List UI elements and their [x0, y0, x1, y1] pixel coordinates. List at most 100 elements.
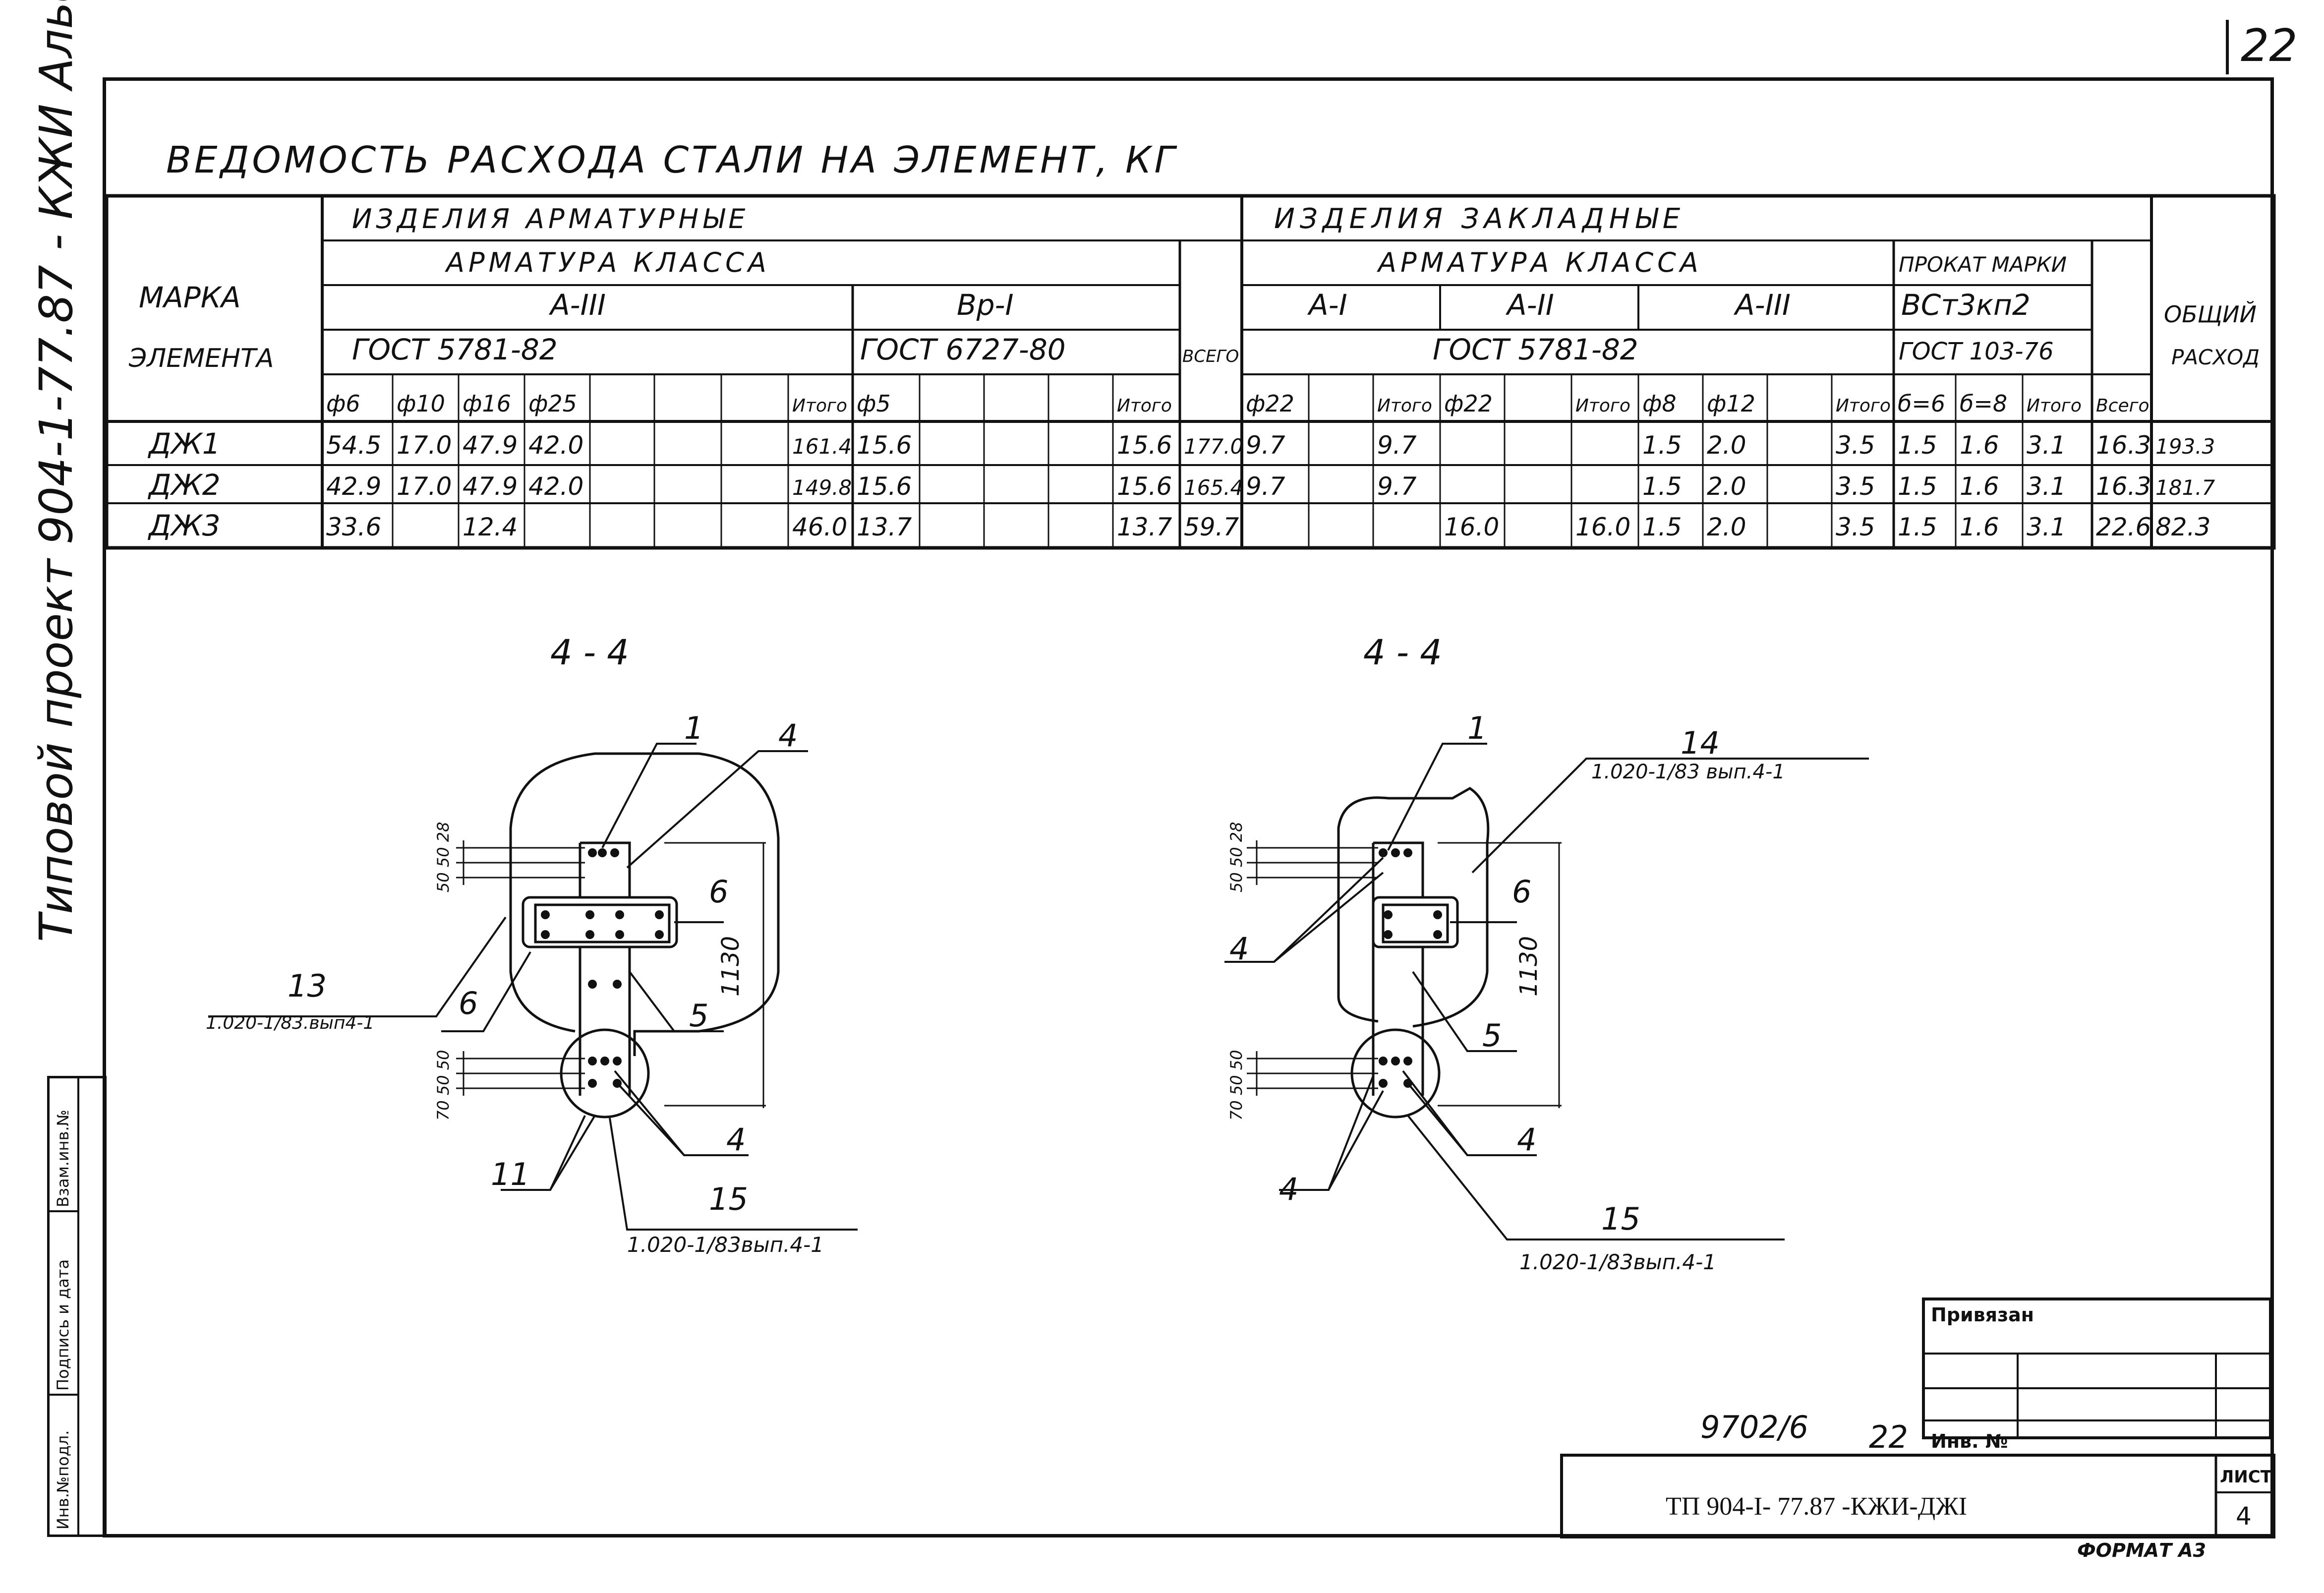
table-cell: 12.4 — [463, 513, 518, 541]
table-cell: 181.7 — [2155, 475, 2215, 500]
left-label-5: 5 — [689, 998, 708, 1034]
gost-6727-header: ГОСТ 6727-80 — [860, 333, 1066, 366]
table-cell: 13.7 — [1117, 513, 1172, 541]
table-cell: 1.5 — [1642, 513, 1682, 541]
table-cell: 149.8 — [792, 475, 852, 500]
table-cell: 47.9 — [463, 431, 518, 460]
table-cell: 42.9 — [326, 472, 381, 501]
stamp-cell-inventory: Инв.№подл. — [50, 1396, 79, 1534]
table-cell: 9.7 — [1246, 472, 1285, 501]
table-cell: 22.6 — [2096, 513, 2151, 541]
table-cell: 9.7 — [1377, 431, 1417, 460]
table-cell: 59.7 — [1184, 513, 1239, 541]
sub-header-25: б=8 — [1960, 390, 2007, 417]
class-a3-header: А-III — [548, 288, 606, 322]
sub-header-1: ф10 — [397, 390, 445, 417]
archive-number: 9702/6 — [1700, 1409, 1808, 1445]
left-dim-bottom: 70 50 50 — [434, 1050, 453, 1121]
sub-header-19: Итого — [1575, 396, 1630, 416]
left-label-4: 4 — [778, 717, 798, 754]
table-title: ВЕДОМОСТЬ РАСХОДА СТАЛИ НА ЭЛЕМЕНТ, КГ — [166, 139, 1178, 181]
table-cell: 17.0 — [397, 472, 452, 501]
inv-no-label: Инв. № — [1931, 1430, 2008, 1452]
left-label-13: 13 — [288, 968, 327, 1004]
table-cell: 1.5 — [1642, 472, 1682, 501]
right-label-4b: 4 — [1517, 1121, 1536, 1158]
approval-stamp-column: Взам.инв.№ Подпись и дата Инв.№подл. — [47, 1076, 107, 1537]
sheet-value: 4 — [2236, 1502, 2252, 1531]
table-cell: 2.0 — [1707, 472, 1746, 501]
sub-header-17: ф22 — [1444, 390, 1493, 417]
sheet-number-divider — [2226, 20, 2229, 74]
overall-header-line2: РАСХОД — [2171, 345, 2260, 369]
table-cell: 1.5 — [1898, 513, 1937, 541]
right-label-14: 14 — [1681, 725, 1720, 761]
table-cell: 165.4 — [1184, 475, 1243, 500]
row-mark: ДЖ2 — [147, 468, 221, 502]
right-label-5: 5 — [1482, 1017, 1502, 1054]
table-cell: 1.6 — [1960, 513, 1999, 541]
table-cell: 9.7 — [1377, 472, 1417, 501]
sub-header-27: Всего — [2096, 396, 2150, 416]
archive-page: 22 — [1869, 1419, 1908, 1455]
sub-header-2: ф16 — [463, 390, 511, 417]
table-cell: 46.0 — [792, 513, 847, 541]
section-left-outline — [509, 752, 780, 1056]
rolled-grade-header: ПРОКАТ МАРКИ — [1899, 252, 2067, 277]
table-cell: 16.3 — [2096, 472, 2151, 501]
gost-5781b-header: ГОСТ 5781-82 — [1433, 333, 1638, 366]
sub-header-21: ф12 — [1707, 390, 1755, 417]
privyazan-label: Привязан — [1931, 1304, 2034, 1326]
table-cell: 42.0 — [528, 431, 583, 460]
table-cell: 82.3 — [2155, 513, 2210, 541]
table-cell: 177.0 — [1184, 434, 1243, 459]
section-right-drawing — [1224, 743, 1869, 1240]
sub-header-14: ф22 — [1246, 390, 1294, 417]
sub-header-23: Итого — [1836, 396, 1891, 416]
left-label-1: 1 — [684, 710, 703, 746]
sub-header-12: Итого — [1117, 396, 1172, 416]
table-cell: 2.0 — [1707, 513, 1746, 541]
class-a3b-header: А-III — [1733, 288, 1791, 322]
sub-header-0: ф6 — [326, 390, 360, 417]
format-label: ФОРМАТ А3 — [2077, 1539, 2206, 1561]
right-label-14-ref: 1.020-1/83 вып.4-1 — [1591, 761, 1785, 783]
sub-header-20: ф8 — [1642, 390, 1677, 417]
table-cell: 1.5 — [1642, 431, 1682, 460]
left-label-4b: 4 — [726, 1121, 746, 1158]
table-cell: 47.9 — [463, 472, 518, 501]
overall-header-line1: ОБЩИЙ — [2164, 301, 2257, 328]
stamp-cell-signature: Подпись и дата — [50, 1212, 79, 1396]
sub-header-8: ф5 — [857, 390, 891, 417]
class-a1-header: А-I — [1307, 288, 1347, 322]
left-label-11: 11 — [491, 1156, 530, 1192]
mark-header-line1: МАРКА — [139, 281, 241, 314]
table-cell: 3.1 — [2027, 431, 2066, 460]
right-dim-bottom: 70 50 50 — [1227, 1050, 1246, 1121]
total-header: ВСЕГО — [1182, 347, 1239, 366]
table-cell: 16.3 — [2096, 431, 2151, 460]
table-outline — [105, 194, 2276, 550]
table-cell: 3.1 — [2027, 472, 2066, 501]
doc-code: ТП 904-I- 77.87 -КЖИ-ДЖI — [1666, 1492, 1967, 1521]
gost-103-header: ГОСТ 103-76 — [1899, 338, 2054, 365]
class-bp1-header: Вр-I — [957, 288, 1014, 322]
gost-5781-header: ГОСТ 5781-82 — [352, 333, 558, 366]
stamp-cell-replacement: Взам.инв.№ — [50, 1078, 79, 1212]
left-dim-top: 50 50 28 — [434, 822, 453, 893]
table-cell: 13.7 — [857, 513, 912, 541]
left-label-13-ref: 1.020-1/83.вып4-1 — [206, 1013, 374, 1033]
section-right-title: 4 - 4 — [1363, 632, 1442, 673]
sub-header-26: Итого — [2027, 396, 2082, 416]
mark-header-line2: ЭЛЕМЕНТА — [128, 344, 274, 373]
table-cell: 33.6 — [326, 513, 381, 541]
table-cell: 1.5 — [1898, 431, 1937, 460]
embedded-products-header: ИЗДЕЛИЯ ЗАКЛАДНЫЕ — [1274, 203, 1685, 235]
left-dim-1130: 1130 — [717, 936, 745, 997]
right-dim-1130: 1130 — [1515, 936, 1543, 997]
sub-header-3: ф25 — [528, 390, 577, 417]
table-cell: 15.6 — [1117, 431, 1172, 460]
table-cell: 17.0 — [397, 431, 452, 460]
